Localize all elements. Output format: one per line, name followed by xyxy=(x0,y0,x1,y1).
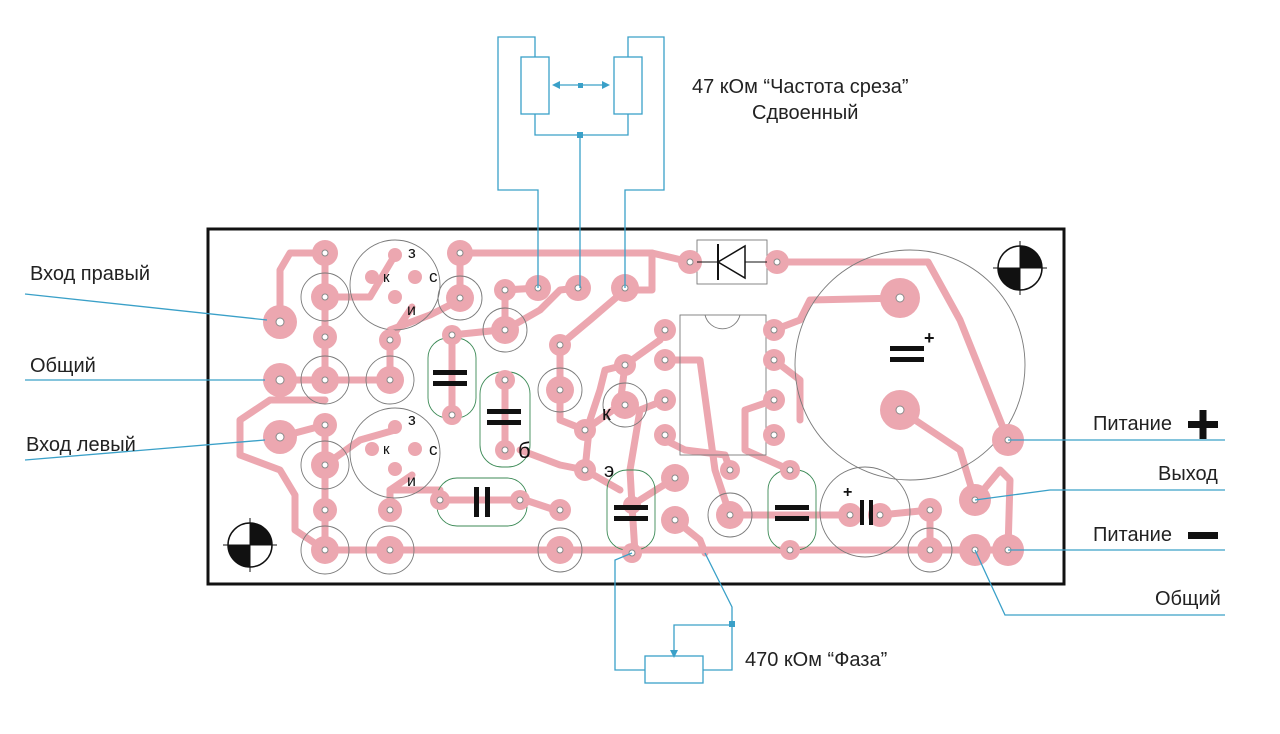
leader-lines xyxy=(24,293,1225,616)
source-marking-bottom: и xyxy=(407,473,416,490)
gate-marking-bottom: з xyxy=(408,410,416,429)
collector-marking-bottom: к xyxy=(383,441,390,458)
input-right-label: Вход правый xyxy=(30,263,151,285)
emitter-marking: э xyxy=(604,460,614,482)
phase-pot-label: 470 кОм “Фаза” xyxy=(745,649,888,671)
component-symbols xyxy=(433,244,924,525)
dual-pot-label-line2: Сдвоенный xyxy=(752,102,859,124)
collector-marking-top: к xyxy=(383,269,390,286)
plus-marking-big-cap: + xyxy=(924,328,935,348)
fiducial-bottom-left xyxy=(223,518,277,572)
silkscreen-markings: з к с и з к с и б к э + + xyxy=(383,243,935,501)
phase-potentiometer xyxy=(614,552,735,684)
common-right-label: Общий xyxy=(1155,588,1221,610)
base-marking: б xyxy=(518,438,531,463)
drain-marking-bottom: с xyxy=(429,440,438,459)
dual-pot-label-line1: 47 кОм “Частота среза” xyxy=(692,76,909,98)
power-sign-icons xyxy=(1188,410,1218,539)
input-left-label: Вход левый xyxy=(26,434,136,456)
fiducial-top-right xyxy=(993,241,1047,295)
plus-marking-small-cap: + xyxy=(843,484,852,501)
drain-marking-top: с xyxy=(429,267,438,286)
pcb-board-outline xyxy=(206,227,1066,586)
collector-marking-mid: к xyxy=(602,403,611,425)
gate-marking-top: з xyxy=(408,243,416,262)
output-label: Выход xyxy=(1158,463,1218,485)
power-minus-label: Питание xyxy=(1093,524,1172,546)
common-left-label: Общий xyxy=(30,355,96,377)
power-plus-label: Питание xyxy=(1093,413,1172,435)
minus-sign-icon xyxy=(1188,532,1218,539)
source-marking-top: и xyxy=(407,302,416,319)
dual-potentiometer xyxy=(497,36,665,288)
